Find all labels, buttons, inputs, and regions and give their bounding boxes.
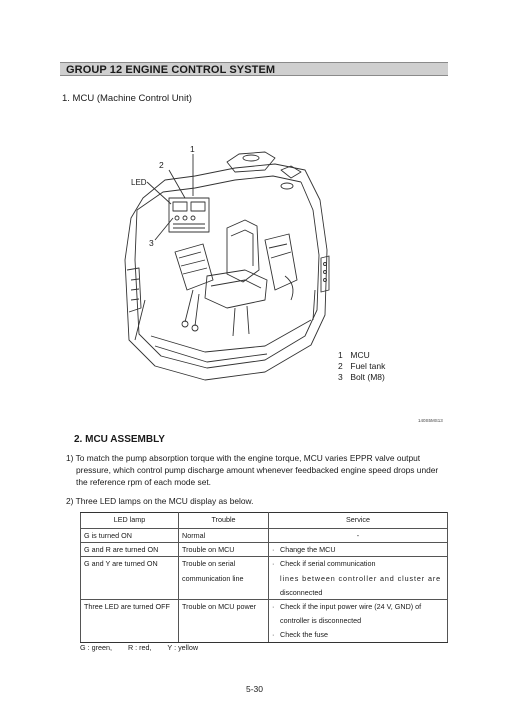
legend-item: 2 Fuel tank [338, 361, 385, 372]
service-line: Check the fuse [280, 630, 328, 640]
bullet: · [272, 559, 275, 569]
section-1-heading: 1. MCU (Machine Control Unit) [62, 93, 192, 104]
bullet: · [272, 602, 275, 612]
cell-service: - [268, 527, 448, 543]
color-code: R : red, [127, 643, 152, 652]
cell-lamp: G and Y are turned ON [80, 556, 179, 600]
color-code: G : green, [80, 643, 112, 652]
color-code: Y : yellow [167, 643, 199, 652]
trouble-line: communication line [182, 573, 244, 583]
bullet: · [272, 545, 275, 555]
paragraph-1-line-1: 1) To match the pump absorption torque w… [66, 453, 421, 463]
cell-service: · Check if the input power wire (24 V, GN… [268, 599, 448, 643]
service-line: Change the MCU [280, 545, 336, 555]
figure-legend: 1 MCU 2 Fuel tank 3 Bolt (M8) [338, 350, 385, 383]
paragraph-2: 2) Three LED lamps on the MCU display as… [66, 496, 254, 506]
figure-code: 140S5MS13 [418, 418, 443, 423]
cell-lamp: Three LED are turned OFF [80, 599, 179, 643]
table-row: G and R are turned ON Trouble on MCU · Ch… [80, 542, 448, 557]
legend-label: Fuel tank [350, 361, 386, 371]
cell-service: · Change the MCU [268, 542, 448, 557]
cell-trouble: Normal [178, 527, 269, 543]
cell-lamp: G and R are turned ON [80, 542, 179, 557]
legend-item: 1 MCU [338, 350, 385, 361]
service-line: Check if the input power wire (24 V, GND… [280, 602, 422, 612]
header-trouble: Trouble [178, 512, 269, 529]
service-line: disconnected [280, 587, 323, 597]
page-number: 5-30 [246, 684, 264, 694]
cell-trouble: Trouble on MCU power [178, 599, 269, 643]
cab-illustration: 1 2 LED 3 [124, 144, 330, 381]
color-code-legend: G : green, R : red, Y : yellow [80, 643, 212, 652]
callout-3: 3 [149, 238, 154, 248]
section-2-heading: 2. MCU ASSEMBLY [74, 434, 165, 445]
table-row: Three LED are turned OFF Trouble on MCU … [80, 599, 448, 643]
table-row: G and Y are turned ON Trouble on serial … [80, 556, 448, 600]
table-header-row: LED lamp Trouble Service [80, 512, 448, 529]
table-row: G is turned ON Normal - [80, 527, 448, 543]
cell-trouble: Trouble on MCU [178, 542, 269, 557]
legend-num: 2 [338, 361, 343, 371]
cell-trouble: Trouble on serial communication line [178, 556, 269, 600]
trouble-line: Trouble on serial [182, 559, 236, 569]
bullet: · [272, 630, 275, 640]
legend-label: Bolt (M8) [350, 372, 385, 382]
service-line: controller is disconnected [280, 616, 362, 626]
callout-2: 2 [159, 160, 164, 170]
led-lamp-table: LED lamp Trouble Service G is turned ON … [80, 512, 448, 643]
service-line: lines between controller and cluster are [280, 573, 442, 583]
header-led-lamp: LED lamp [80, 512, 179, 529]
header-service: Service [268, 512, 448, 529]
callout-1: 1 [190, 144, 195, 154]
paragraph-1-line-3: the reference rpm of each mode set. [76, 477, 212, 488]
legend-num: 3 [338, 372, 343, 382]
paragraph-1-line-2: pressure, which control pump discharge a… [76, 465, 439, 476]
cell-service: · Check if serial communication lines bet… [268, 556, 448, 600]
callout-led: LED [131, 178, 147, 187]
legend-label: MCU [350, 350, 370, 360]
paragraph-1: 1) To match the pump absorption torque w… [66, 452, 452, 489]
cell-lamp: G is turned ON [80, 527, 179, 543]
legend-num: 1 [338, 350, 343, 360]
service-line: Check if serial communication [280, 559, 376, 569]
group-title: GROUP 12 ENGINE CONTROL SYSTEM [60, 62, 448, 76]
legend-item: 3 Bolt (M8) [338, 372, 385, 383]
